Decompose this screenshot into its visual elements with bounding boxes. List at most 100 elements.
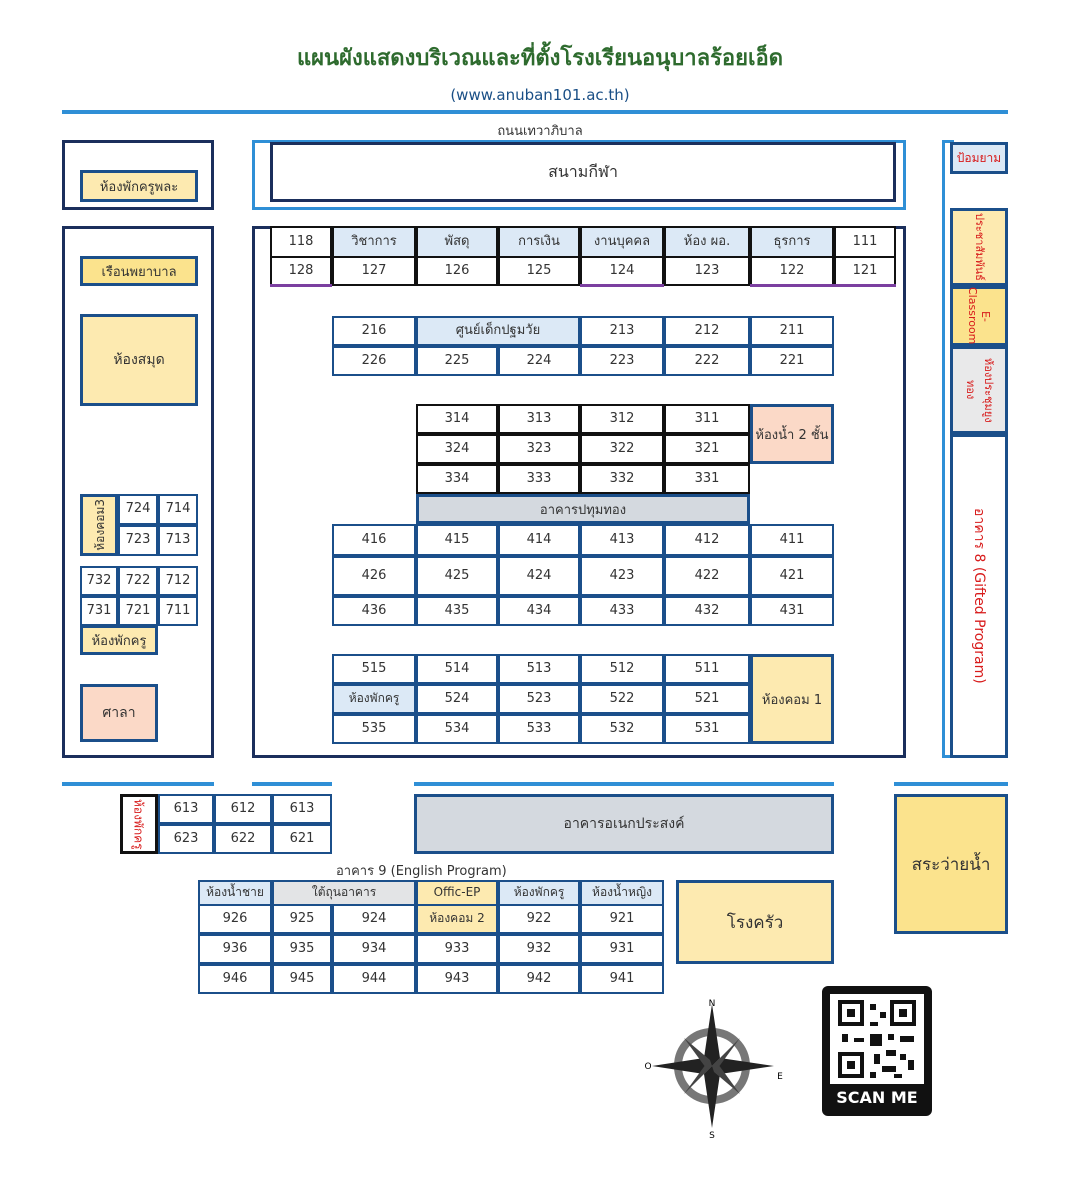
room-cell: ห้องพักครู (498, 880, 580, 906)
room-cell: 224 (498, 346, 580, 376)
compass-w: O (644, 1062, 651, 1072)
eclassroom: E-Classroom (950, 286, 1008, 346)
room-cell: 416 (332, 524, 416, 556)
accent-line (270, 284, 332, 287)
room-cell: 411 (750, 524, 834, 556)
room-cell: 313 (498, 404, 580, 434)
room-cell: 434 (498, 596, 580, 626)
left-block-frame (62, 226, 214, 758)
room-cell: 127 (332, 256, 416, 286)
eclassroom-label: E-Classroom (966, 287, 992, 345)
room-cell: 213 (580, 316, 664, 346)
sala: ศาลา (80, 684, 158, 742)
room-cell: 223 (580, 346, 664, 376)
room-cell: 926 (198, 904, 272, 934)
room-cell: 433 (580, 596, 664, 626)
room-cell: 332 (580, 464, 664, 494)
room-cell: 946 (198, 964, 272, 994)
computer-room-1: ห้องคอม 1 (750, 654, 834, 744)
room-cell: งานบุคคล (580, 226, 664, 258)
room-cell: 924 (332, 904, 416, 934)
room-cell: การเงิน (498, 226, 580, 258)
room-cell: ห้องน้ำหญิง (580, 880, 664, 906)
teacher-lounge-frame (62, 140, 214, 210)
room-cell: 721 (118, 596, 158, 626)
pe-teacher-lounge: ห้องพักครูพละ (80, 170, 198, 202)
room-cell: พัสดุ (416, 226, 498, 258)
room-cell: 524 (416, 684, 498, 714)
compass-needle-w (652, 1058, 712, 1074)
guard-post: ป้อมยาม (950, 142, 1008, 174)
room-cell: 432 (664, 596, 750, 626)
room-cell: 424 (498, 556, 580, 596)
compass-needle-nw (684, 1038, 712, 1068)
room-cell: 436 (332, 596, 416, 626)
room-cell: 934 (332, 934, 416, 964)
multipurpose-building: อาคารอเนกประสงค์ (414, 794, 834, 854)
room-cell: 221 (750, 346, 834, 376)
map-title: แผนผังแสดงบริเวณและที่ตั้งโรงเรียนอนุบาล… (296, 46, 784, 71)
accent-line (834, 284, 896, 287)
room-cell: 724 (118, 494, 158, 525)
compass-n: N (709, 999, 716, 1009)
room-cell: 722 (118, 566, 158, 596)
room-cell: 322 (580, 434, 664, 464)
room-cell: 334 (416, 464, 498, 494)
room-cell: ห้อง ผอ. (664, 226, 750, 258)
teacher-room-left: ห้องพักครู (80, 625, 158, 655)
room-cell: 943 (416, 964, 498, 994)
pr-room: ประชาสัมพันธ์ (950, 208, 1008, 286)
teacher-room-600-label: ห้องพักครู (131, 798, 146, 850)
room-cell: 731 (80, 596, 118, 626)
room-cell: 613 (158, 794, 214, 824)
room-cell: 713 (158, 525, 198, 556)
room-cell: 523 (498, 684, 580, 714)
compass-needle-se (712, 1064, 740, 1094)
room-cell: 225 (416, 346, 498, 376)
room-cell: 925 (272, 904, 332, 934)
road-label: ถนนเทวาภิบาล (497, 124, 583, 139)
room-cell: 712 (158, 566, 198, 596)
room-cell: 535 (332, 714, 416, 744)
computer-room-3: ห้องคอม3 (80, 494, 118, 556)
compass-needle-n (704, 1004, 720, 1066)
room-cell: 732 (80, 566, 118, 596)
website-link[interactable]: (www.anuban101.ac.th) (450, 86, 630, 104)
qr-code[interactable]: SCAN ME (822, 986, 932, 1116)
stadium: สนามกีฬา (270, 142, 896, 202)
lower-line-3 (414, 782, 834, 786)
room-cell: 921 (580, 904, 664, 934)
room-cell: 126 (416, 256, 498, 286)
compass-needle-sw (684, 1064, 712, 1094)
room-cell: 522 (580, 684, 664, 714)
room-cell: 121 (834, 256, 896, 286)
room-cell: 435 (416, 596, 498, 626)
room-cell: 945 (272, 964, 332, 994)
compass-needle-s (704, 1066, 720, 1128)
room-cell: 521 (664, 684, 750, 714)
room-cell: 222 (664, 346, 750, 376)
pathum-building: อาคารปทุมทอง (416, 494, 750, 524)
compass-needle-ne (712, 1038, 740, 1068)
room-cell: 613 (272, 794, 332, 824)
compass-s: S (709, 1131, 715, 1141)
room-cell: 612 (214, 794, 272, 824)
room-cell: วิชาการ (332, 226, 416, 258)
room-cell: 932 (498, 934, 580, 964)
room-cell: 421 (750, 556, 834, 596)
room-cell: 333 (498, 464, 580, 494)
nursing-room: เรือนพยาบาล (80, 256, 198, 286)
room-cell: 714 (158, 494, 198, 525)
lower-line-1 (62, 782, 214, 786)
compass-e: E (777, 1072, 783, 1082)
room-cell: 311 (664, 404, 750, 434)
room-cell: 423 (580, 556, 664, 596)
accent-line (750, 284, 834, 287)
kitchen: โรงครัว (676, 880, 834, 964)
room-cell: 331 (664, 464, 750, 494)
room-cell: 118 (270, 226, 332, 258)
room-cell: 512 (580, 654, 664, 684)
room-cell: 415 (416, 524, 498, 556)
room-cell: 944 (332, 964, 416, 994)
room-cell: 314 (416, 404, 498, 434)
